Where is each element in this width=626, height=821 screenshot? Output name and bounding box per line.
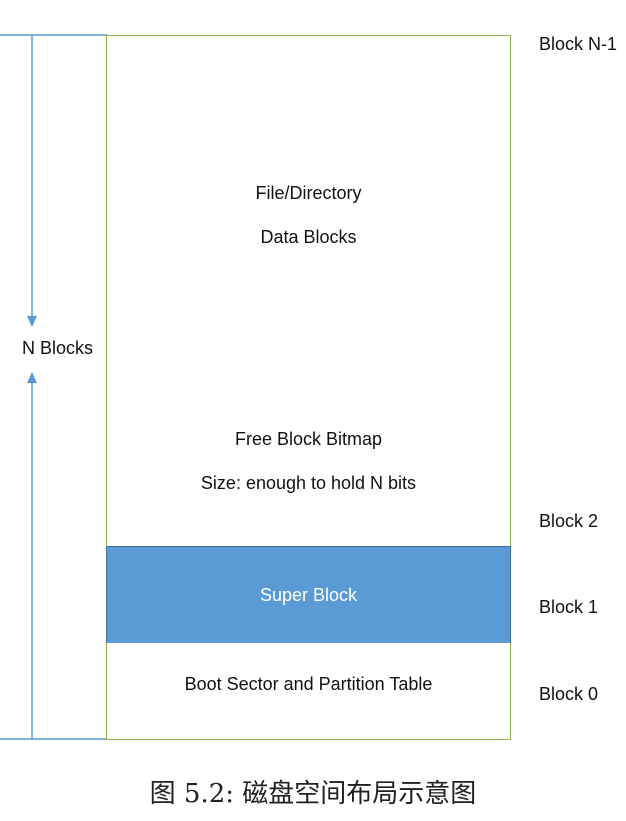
block-2-label: Block 2: [539, 511, 599, 531]
bitmap-line1: Free Block Bitmap: [234, 429, 383, 449]
boot-sector-label: Boot Sector and Partition Table: [184, 674, 433, 694]
data-blocks-line2: Data Blocks: [260, 226, 357, 247]
boot-sector-region: Boot Sector and Partition Table: [106, 643, 511, 740]
down-arrow-head: [27, 316, 37, 327]
up-arrow-head: [27, 372, 37, 383]
block-1-label: Block 1: [539, 597, 599, 617]
n-blocks-label: N Blocks: [22, 338, 94, 359]
data-blocks-region: File/Directory Data Blocks: [106, 35, 511, 394]
super-block-region: Super Block: [106, 546, 511, 644]
bitmap-line2: Size: enough to hold N bits: [200, 473, 417, 493]
data-blocks-line1: File/Directory: [255, 182, 362, 203]
super-block-label: Super Block: [259, 585, 358, 605]
block-n-minus-1-label: Block N-1: [539, 34, 618, 54]
figure-caption: 图 5.2: 磁盘空间布局示意图: [149, 779, 477, 809]
bitmap-region: Free Block Bitmap Size: enough to hold N…: [106, 393, 511, 548]
block-0-label: Block 0: [539, 684, 599, 704]
